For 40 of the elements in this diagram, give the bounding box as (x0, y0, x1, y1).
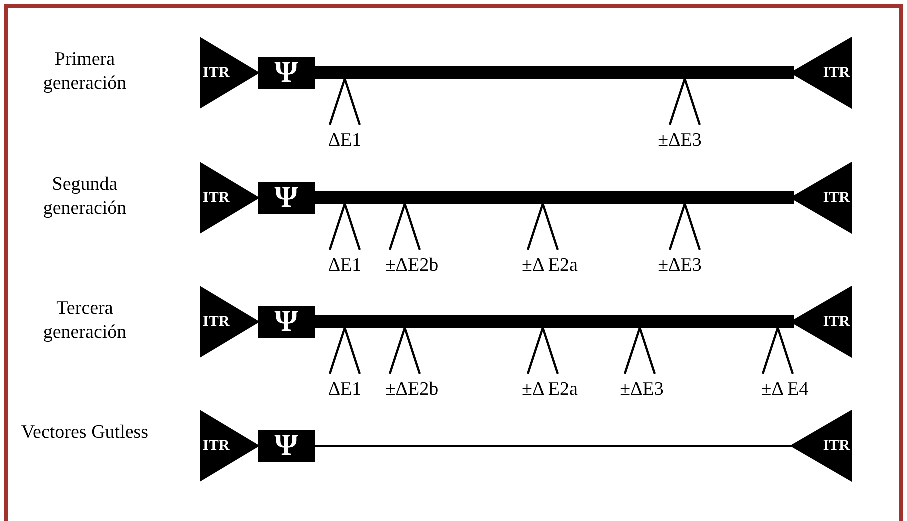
itr-triangle (200, 286, 260, 358)
row-label: Segunda generación (42, 173, 128, 221)
itr-label: ITR (203, 66, 230, 80)
itr-triangle (790, 410, 852, 482)
row-label: Vectores Gutless (20, 421, 150, 445)
dna-strand (315, 445, 794, 447)
deletion-label: ΔE1 (327, 379, 363, 401)
itr-label: ITR (823, 66, 850, 80)
deletion-label: ±Δ E2a (521, 255, 579, 277)
dna-strand (315, 316, 794, 328)
row-label: Tercera generación (42, 297, 128, 345)
psi-packaging-box (258, 182, 315, 214)
itr-label: ITR (823, 314, 850, 330)
psi-symbol: Ψ (274, 307, 298, 337)
deletion-label: ±ΔE3 (619, 379, 665, 401)
deletion-label: ±ΔE3 (657, 130, 703, 152)
deletion-label: ±ΔE2b (384, 255, 440, 277)
itr-label: ITR (823, 190, 850, 206)
psi-symbol: Ψ (274, 431, 298, 461)
itr-triangle (200, 410, 260, 482)
deletion-label: ΔE1 (327, 130, 363, 152)
deletion-label: ±Δ E2a (521, 379, 579, 401)
row-label: Primera generación (42, 48, 128, 96)
deletion-label: ΔE1 (327, 255, 363, 277)
dna-strand (315, 192, 794, 204)
deletion-label: ±Δ E4 (760, 379, 810, 401)
psi-packaging-box (258, 306, 315, 338)
itr-triangle (200, 162, 260, 234)
itr-label: ITR (203, 438, 230, 454)
deletion-label: ±ΔE3 (657, 255, 703, 277)
psi-symbol: Ψ (274, 58, 298, 88)
itr-triangle (200, 37, 260, 109)
deletion-label: ±ΔE2b (384, 379, 440, 401)
psi-symbol: Ψ (274, 183, 298, 213)
itr-label: ITR (203, 314, 230, 330)
itr-label: ITR (823, 438, 850, 454)
psi-packaging-box (258, 57, 315, 89)
dna-strand (315, 66, 794, 80)
itr-label: ITR (203, 190, 230, 206)
psi-packaging-box (258, 430, 315, 462)
